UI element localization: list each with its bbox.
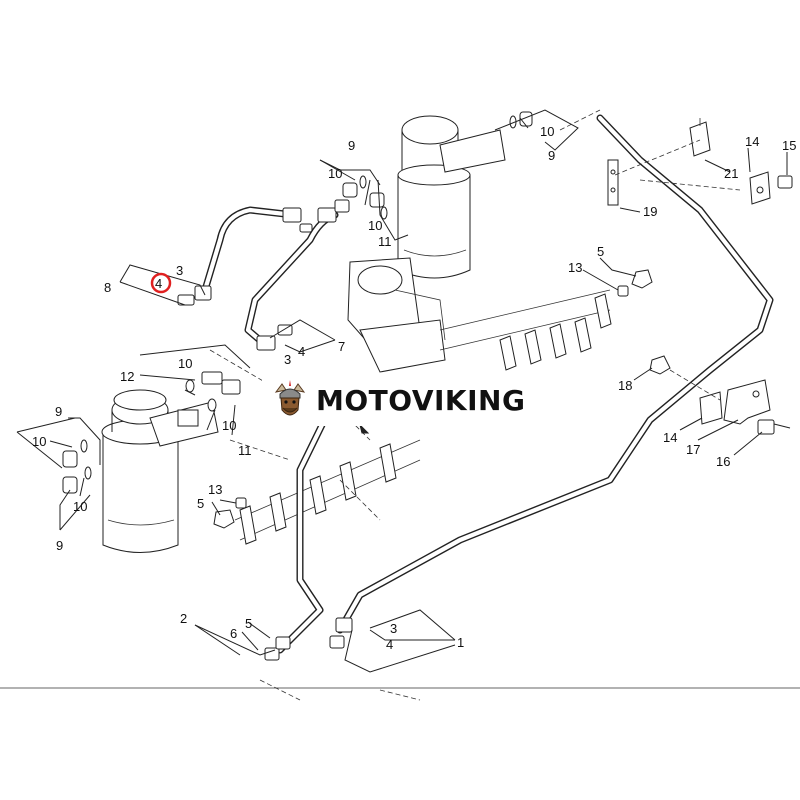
bracket-21 xyxy=(689,118,711,157)
callout-19: 19 xyxy=(643,204,657,219)
callout-13: 13 xyxy=(208,482,222,497)
fuel-pipe-1 xyxy=(329,114,774,649)
callout-11: 11 xyxy=(238,443,252,458)
callout-4: 4 xyxy=(298,344,305,359)
callout-6: 6 xyxy=(230,626,237,641)
clip-14-lower xyxy=(699,391,723,425)
callout-10: 10 xyxy=(368,218,382,233)
callout-10: 10 xyxy=(32,434,46,449)
callout-12: 12 xyxy=(120,369,134,384)
callout-14: 14 xyxy=(663,430,677,445)
callout-21: 21 xyxy=(724,166,738,181)
callout-8: 8 xyxy=(104,280,111,295)
callout-10: 10 xyxy=(178,356,192,371)
nut-5-right xyxy=(631,269,653,289)
bracket-17 xyxy=(723,379,771,425)
callout-2: 2 xyxy=(180,611,187,626)
callout-1: 1 xyxy=(457,635,464,650)
callout-10: 10 xyxy=(73,499,87,514)
callout-3: 3 xyxy=(176,263,183,278)
callout-16: 16 xyxy=(716,454,730,469)
callout-5: 5 xyxy=(597,244,604,259)
bolt-16 xyxy=(757,419,791,435)
callout-9: 9 xyxy=(56,538,63,553)
injection-pump-body xyxy=(347,257,446,373)
leader-lines xyxy=(16,109,788,673)
watermark-banner: MOTOVIKING xyxy=(262,374,536,426)
nut-13-left xyxy=(235,497,247,509)
callout-15: 15 xyxy=(782,138,796,153)
viking-logo-icon xyxy=(274,380,306,416)
callout-4: 4 xyxy=(386,637,393,652)
callout-3: 3 xyxy=(390,621,397,636)
callout-18: 18 xyxy=(618,378,632,393)
callout-13: 13 xyxy=(568,260,582,275)
dashed-guides xyxy=(0,109,800,701)
callout-7: 7 xyxy=(338,339,345,354)
callout-9: 9 xyxy=(548,148,555,163)
watermark-text: MOTOVIKING xyxy=(316,383,526,417)
callout-5: 5 xyxy=(245,616,252,631)
highlight-circle xyxy=(150,272,172,294)
callout-10: 10 xyxy=(222,418,236,433)
injector-row-upper xyxy=(439,289,612,371)
callout-4: 4 xyxy=(155,276,162,291)
clip-bracket-19 xyxy=(607,159,619,206)
bolt-15 xyxy=(777,175,793,189)
fuel-pipe-2 xyxy=(264,421,326,661)
callout-9: 9 xyxy=(55,404,62,419)
callout-10: 10 xyxy=(540,124,554,139)
clip-14-upper xyxy=(749,171,771,205)
callout-17: 17 xyxy=(686,442,700,457)
nut-5-left xyxy=(213,509,235,529)
fuel-pipe-8 xyxy=(177,206,313,306)
nut-18 xyxy=(649,355,671,375)
left-fuel-filter xyxy=(101,389,219,553)
callout-10: 10 xyxy=(328,166,342,181)
upper-fuel-filter xyxy=(397,115,506,279)
callout-14: 14 xyxy=(745,134,759,149)
callout-3: 3 xyxy=(284,352,291,367)
callout-9: 9 xyxy=(348,138,355,153)
callout-labels: 8 3 4 9 10 10 11 10 9 7 4 3 12 10 10 11 … xyxy=(32,124,796,652)
callout-11: 11 xyxy=(378,234,392,249)
callout-5: 5 xyxy=(197,496,204,511)
nut-13-right xyxy=(617,285,629,297)
fuel-pipe-7 xyxy=(244,199,350,351)
injector-row-lower xyxy=(234,439,421,545)
